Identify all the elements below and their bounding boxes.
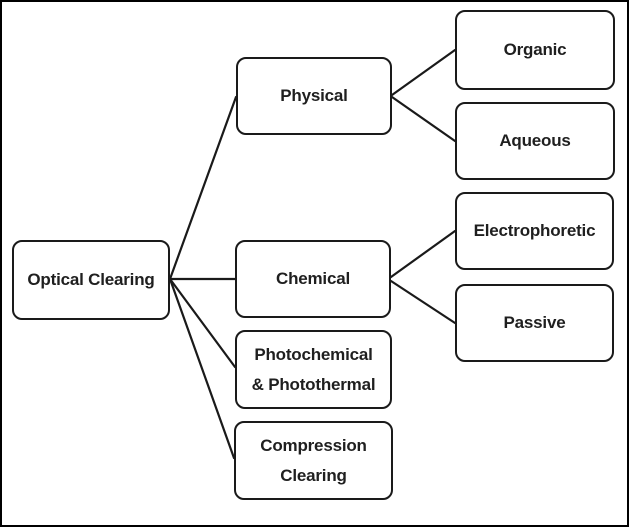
- node-label-line2: & Photothermal: [251, 374, 376, 394]
- node-chemical: Chemical: [235, 240, 391, 318]
- node-label: Passive: [503, 313, 566, 333]
- edge-optical-compression: [168, 277, 236, 460]
- node-label-line1: Compression: [260, 436, 367, 456]
- node-passive: Passive: [455, 284, 614, 362]
- node-label: Physical: [280, 86, 348, 106]
- node-label-line2: Clearing: [280, 465, 347, 485]
- node-aqueous: Aqueous: [455, 102, 615, 180]
- edge-chemical-passive: [389, 279, 457, 325]
- edge-physical-organic: [390, 48, 457, 97]
- node-label: Organic: [503, 40, 567, 60]
- node-compression-clearing: Compression Clearing: [234, 421, 393, 500]
- node-label-line1: Photochemical: [254, 345, 373, 365]
- node-label: Optical Clearing: [27, 270, 155, 290]
- node-label: Chemical: [276, 269, 350, 289]
- edge-chemical-electrophoretic: [389, 229, 457, 279]
- node-electrophoretic: Electrophoretic: [455, 192, 614, 270]
- edge-optical-photochemical: [168, 277, 237, 369]
- node-photochemical-photothermal: Photochemical & Photothermal: [235, 330, 392, 409]
- edge-physical-aqueous: [390, 95, 457, 143]
- node-physical: Physical: [236, 57, 392, 135]
- node-organic: Organic: [455, 10, 615, 90]
- node-label: Electrophoretic: [473, 221, 596, 241]
- edge-optical-physical: [168, 95, 238, 281]
- node-label: Aqueous: [499, 131, 571, 151]
- node-optical-clearing: Optical Clearing: [12, 240, 170, 320]
